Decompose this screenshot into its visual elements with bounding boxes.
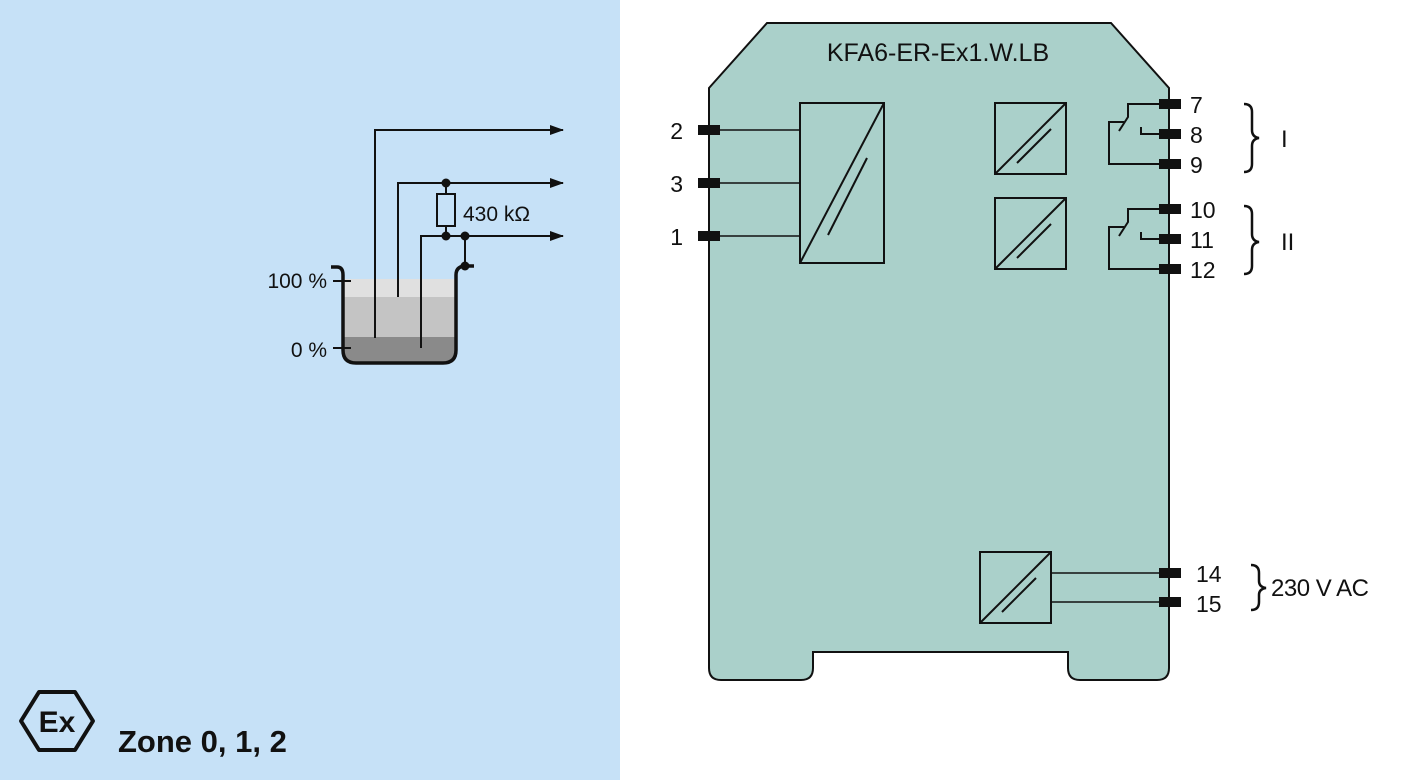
terminal-11[interactable]	[1159, 234, 1181, 244]
brace-power	[1250, 563, 1267, 612]
power-supply-isolator	[979, 551, 1169, 624]
junction-dot	[460, 261, 470, 271]
ex-symbol-text: Ex	[39, 706, 76, 739]
terminal-7[interactable]	[1159, 99, 1181, 109]
resistor: 430 kΩ	[436, 183, 530, 236]
terminal-label-8: 8	[1190, 122, 1203, 148]
power-terminals	[1159, 568, 1181, 607]
terminal-label-12: 12	[1190, 257, 1216, 283]
terminal-14[interactable]	[1159, 568, 1181, 578]
terminal-label-7: 7	[1190, 92, 1203, 118]
terminal-label-10: 10	[1190, 197, 1216, 223]
zone-label: Zone 0, 1, 2	[118, 724, 287, 759]
brace-relay-2	[1243, 204, 1260, 276]
device-model-title: KFA6-ER-Ex1.W.LB	[827, 39, 1049, 67]
ex-hazard-icon: Ex	[19, 690, 95, 752]
relay-isolator-1	[994, 102, 1067, 175]
relay-group-label-2: II	[1281, 229, 1294, 256]
relay-terminals	[1159, 99, 1181, 274]
terminal-label-2: 2	[670, 118, 683, 144]
input-isolator	[709, 102, 885, 264]
terminal-label-11: 11	[1190, 227, 1214, 253]
junction-dot	[441, 231, 451, 241]
relay-group-label-1: I	[1281, 126, 1288, 153]
device-housing	[708, 22, 1170, 681]
electrode-1-line	[374, 125, 564, 338]
terminal-label-9: 9	[1190, 152, 1203, 178]
resistor-value-label: 430 kΩ	[463, 203, 530, 226]
relay-isolator-2	[994, 197, 1067, 270]
tank: 100 % 0 %	[267, 264, 474, 365]
junction-dots	[441, 178, 470, 271]
terminal-label-3: 3	[670, 171, 683, 197]
terminal-8[interactable]	[1159, 129, 1181, 139]
liquid-layer-top	[343, 279, 456, 297]
level-max-label: 100 %	[267, 270, 327, 293]
level-min-label: 0 %	[291, 339, 327, 362]
electrode-2-line	[397, 178, 564, 297]
tank-wall	[331, 264, 474, 365]
terminal-label-15: 15	[1196, 591, 1222, 617]
terminal-label-14: 14	[1196, 561, 1222, 587]
brace-relay-1	[1243, 102, 1260, 174]
terminal-9[interactable]	[1159, 159, 1181, 169]
input-terminals	[698, 125, 720, 241]
liquid-layer-bottom	[343, 337, 456, 363]
terminal-1[interactable]	[698, 231, 720, 241]
terminal-10[interactable]	[1159, 204, 1181, 214]
junction-dot	[441, 178, 451, 188]
terminal-15[interactable]	[1159, 597, 1181, 607]
electrode-3-line	[420, 231, 564, 348]
liquid-layer-middle	[343, 297, 456, 337]
resistor-body	[436, 193, 456, 227]
terminal-label-1: 1	[670, 224, 683, 250]
electrode-wiring	[374, 125, 564, 348]
terminal-2[interactable]	[698, 125, 720, 135]
terminal-3[interactable]	[698, 178, 720, 188]
terminal-12[interactable]	[1159, 264, 1181, 274]
power-supply-label: 230 V AC	[1271, 575, 1369, 602]
junction-dot	[460, 231, 470, 241]
